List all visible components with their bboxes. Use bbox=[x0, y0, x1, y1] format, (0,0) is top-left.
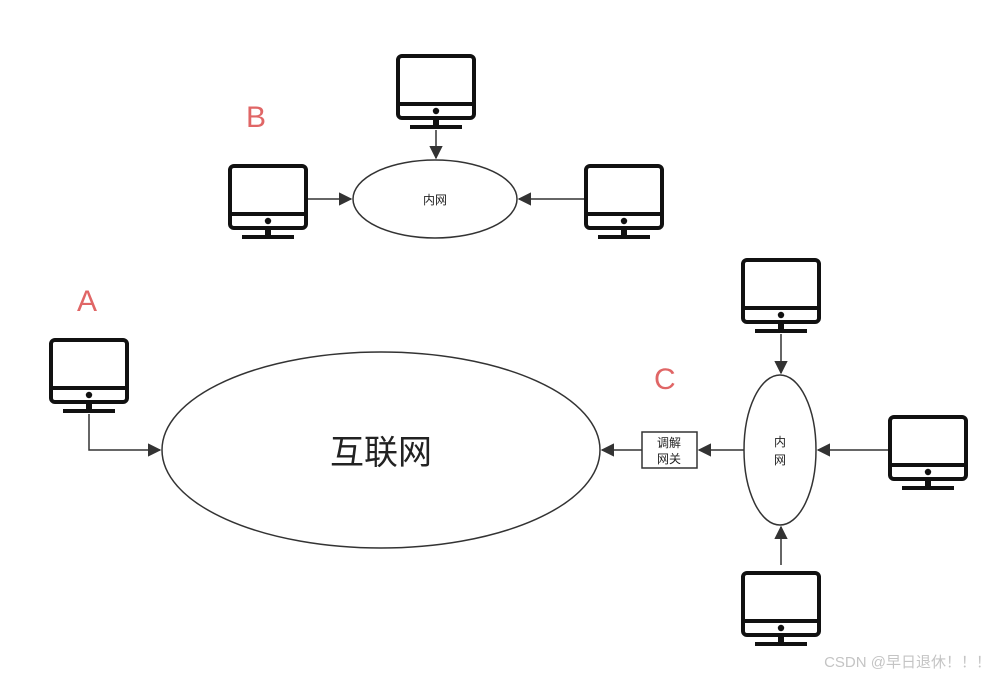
computer-icon-b-top bbox=[396, 54, 476, 131]
label-a: A bbox=[77, 285, 97, 318]
watermark: CSDN @早日退休！！！ bbox=[824, 654, 991, 671]
intranet-c-label-line2: 网 bbox=[774, 453, 786, 467]
edge-a bbox=[88, 414, 162, 457]
intranet-c-label-line1: 内 bbox=[774, 435, 786, 449]
internet-label: 互联网 bbox=[330, 433, 432, 473]
label-c: C bbox=[654, 363, 676, 396]
internet-node bbox=[161, 351, 601, 549]
intranet-b-label: 内网 bbox=[423, 193, 447, 207]
computer-icon-a bbox=[49, 338, 129, 415]
computer-icon-b-right bbox=[584, 164, 664, 241]
gateway-label-line1: 调解 bbox=[657, 436, 681, 450]
computer-icon-b-left bbox=[228, 164, 308, 241]
intranet-b-node bbox=[352, 159, 518, 239]
gateway-label-line2: 网关 bbox=[657, 452, 681, 466]
computer-icon-c-bottom bbox=[741, 571, 821, 648]
gateway-node bbox=[641, 431, 698, 469]
intranet-c-node bbox=[743, 374, 817, 526]
computer-icon-c-top bbox=[741, 258, 821, 335]
computer-icon-c-right bbox=[888, 415, 968, 492]
label-b: B bbox=[246, 101, 266, 134]
